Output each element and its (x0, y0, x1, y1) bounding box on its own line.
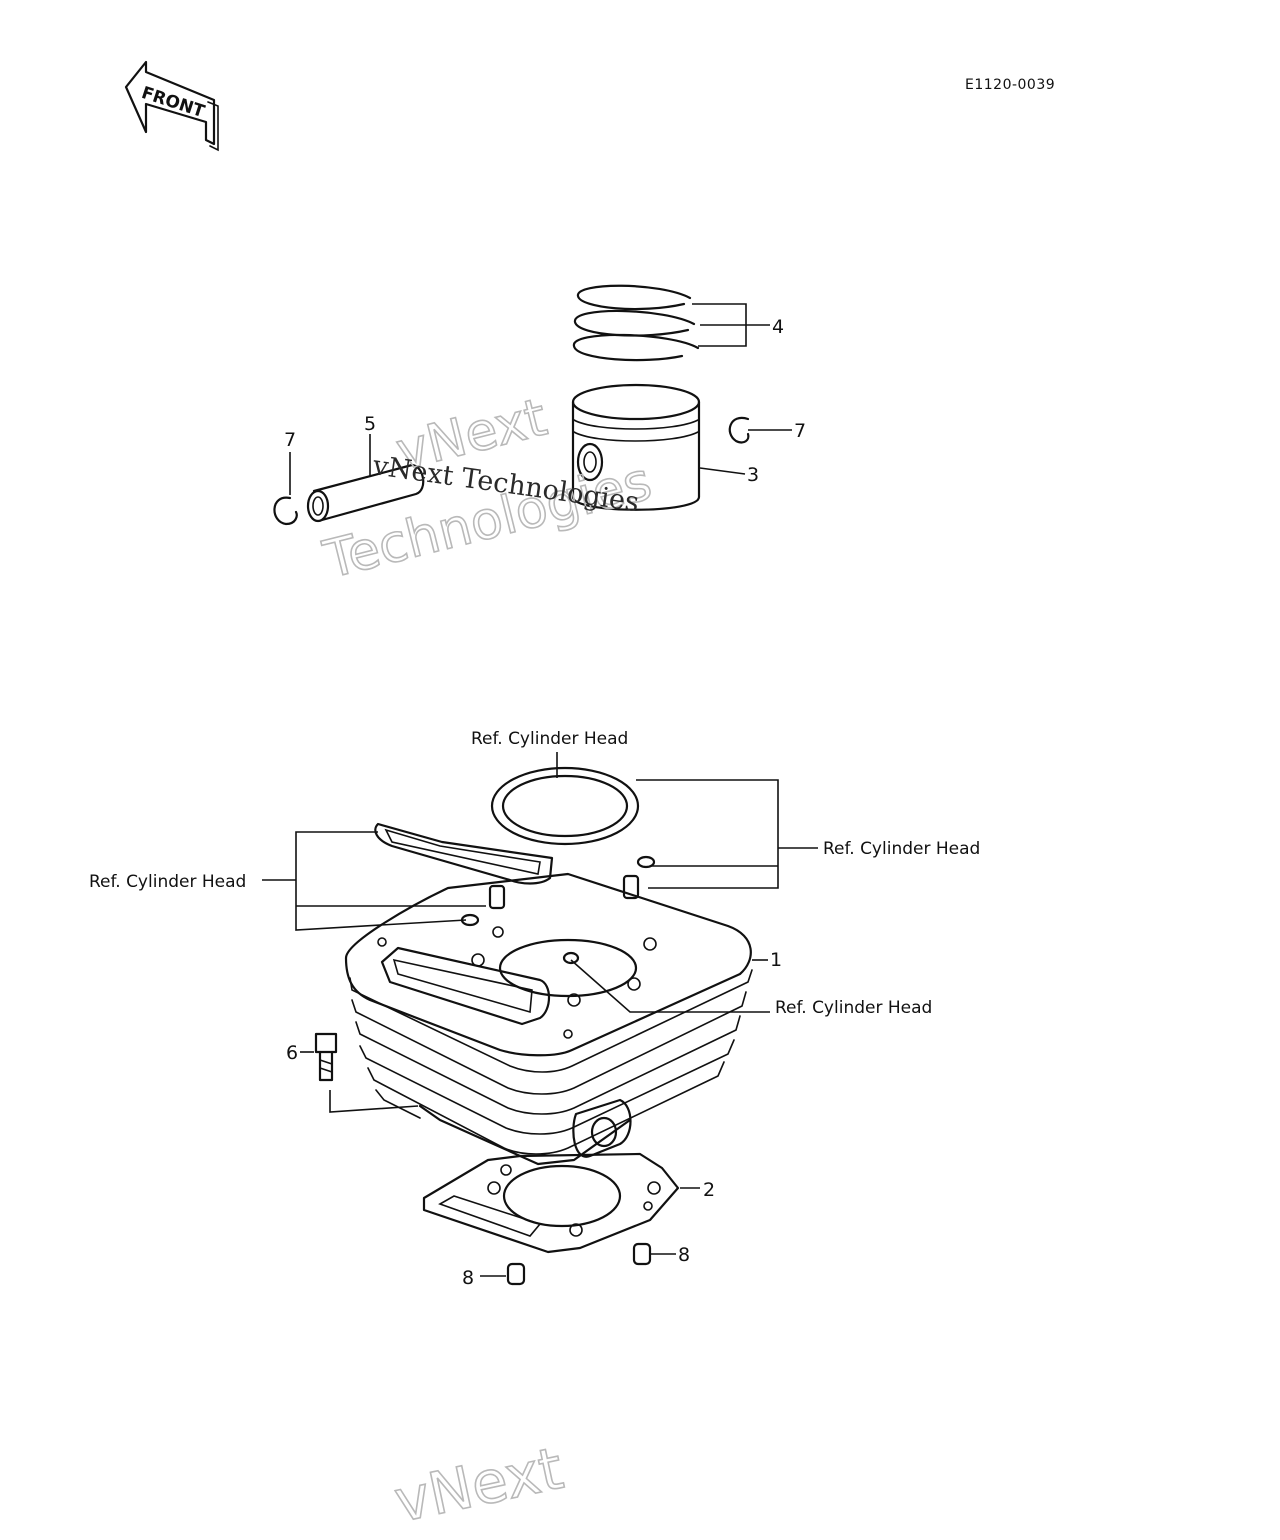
piston-pin: 5 (306, 413, 425, 523)
ref-right-bracket: Ref. Cylinder Head (636, 779, 980, 889)
callout-3: 3 (747, 464, 759, 486)
callout-7-right: 7 (794, 420, 806, 442)
callout-4: 4 (772, 316, 784, 338)
bolt: 6 (286, 1032, 419, 1113)
ref-left-bracket: Ref. Cylinder Head (89, 831, 486, 931)
ref-label-center: Ref. Cylinder Head (775, 998, 932, 1018)
ref-label-top: Ref. Cylinder Head (471, 729, 628, 749)
front-label: FRONT (139, 83, 207, 122)
callout-7-left: 7 (284, 429, 296, 451)
ref-label-left: Ref. Cylinder Head (89, 872, 246, 892)
base-gasket: 2 (422, 1152, 715, 1254)
ref-label-right: Ref. Cylinder Head (823, 839, 980, 859)
dowel-right: 8 (632, 1242, 690, 1266)
callout-8-left: 8 (462, 1267, 474, 1289)
watermark-footer: vNext (389, 1434, 569, 1536)
callout-2: 2 (703, 1179, 715, 1201)
callout-5: 5 (364, 413, 376, 435)
front-arrow-icon: FRONT (124, 60, 219, 152)
snap-ring-left: 7 (273, 429, 298, 526)
snap-ring-right: 7 (728, 416, 806, 444)
ref-center-leader: Ref. Cylinder Head (570, 959, 932, 1018)
diagram-code: E1120-0039 (965, 77, 1055, 93)
piston: 3 (571, 383, 759, 511)
cylinder-head-oring-ref: Ref. Cylinder Head (471, 729, 640, 846)
cylinder-top-seal (374, 822, 554, 885)
piston-ring-set: 4 (572, 284, 784, 362)
dowel-left: 8 (462, 1262, 526, 1289)
callout-1: 1 (770, 949, 782, 971)
top-dowels (460, 855, 656, 927)
callout-6: 6 (286, 1042, 298, 1064)
callout-8-right: 8 (678, 1244, 690, 1266)
cylinder-block: 1 (344, 872, 782, 1166)
